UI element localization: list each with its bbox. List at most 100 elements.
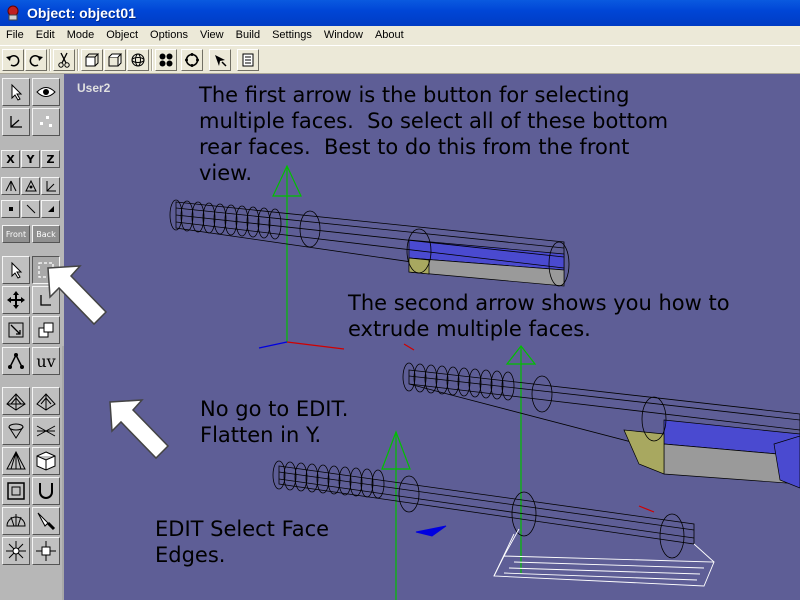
knife-icon	[37, 512, 56, 531]
pivot-scale-tool[interactable]	[41, 177, 60, 195]
note-flatten: No go to EDIT. Flatten in Y.	[200, 397, 349, 447]
menu-edit[interactable]: Edit	[35, 29, 55, 41]
view-sphere-button[interactable]	[127, 49, 149, 71]
dome-tool[interactable]	[2, 507, 30, 535]
duplicate-tool[interactable]	[32, 316, 60, 344]
pointer-icon	[11, 261, 23, 279]
edge-icon	[26, 204, 35, 214]
lathe-icon	[8, 423, 24, 439]
magnet-tool[interactable]	[32, 477, 60, 505]
pivot-tool[interactable]	[1, 177, 20, 195]
scene-canvas[interactable]	[64, 74, 800, 600]
star-tool[interactable]	[2, 537, 30, 565]
redo-icon	[29, 55, 43, 67]
tripod-move-icon	[24, 179, 37, 192]
axis-icon	[10, 116, 22, 128]
mesh-tool[interactable]	[2, 387, 30, 415]
axis-gizmo-3	[381, 430, 655, 600]
axis-gizmo-2	[403, 343, 537, 574]
view-tool[interactable]	[32, 78, 60, 106]
scale-tool[interactable]	[2, 316, 30, 344]
menu-about[interactable]: About	[374, 29, 404, 41]
pointer-icon	[11, 83, 23, 101]
undo-button[interactable]	[2, 49, 24, 71]
menu-file[interactable]: File	[6, 29, 24, 41]
menu-build[interactable]: Build	[235, 29, 261, 41]
viewport-label: User2	[77, 81, 111, 95]
edge-mode[interactable]	[21, 200, 40, 218]
view-side-button[interactable]	[104, 49, 126, 71]
redo-button[interactable]	[25, 49, 47, 71]
star-burst-icon	[6, 541, 26, 561]
magnet-icon	[39, 483, 53, 499]
lathe-tool[interactable]	[2, 417, 30, 445]
eye-icon	[36, 87, 56, 97]
axis-x-toggle[interactable]: X	[1, 150, 20, 168]
menu-bar: File Edit Mode Object Options View Build…	[0, 26, 800, 45]
title-bar: Object: object01	[0, 0, 800, 26]
axis-z-toggle[interactable]: Z	[41, 150, 60, 168]
toolbar-separator	[151, 49, 153, 71]
duplicate-icon	[38, 322, 54, 338]
move-icon	[7, 291, 25, 309]
square-tool[interactable]	[2, 477, 30, 505]
menu-mode[interactable]: Mode	[66, 29, 95, 41]
menu-options[interactable]: Options	[150, 29, 188, 41]
cylinder-model-3[interactable]	[272, 460, 715, 587]
twist-tool[interactable]	[32, 417, 60, 445]
move-point-button[interactable]	[209, 49, 231, 71]
view-front-button[interactable]	[81, 49, 103, 71]
pivot-move-tool[interactable]	[21, 177, 40, 195]
note-select-faces: The first arrow is the button for select…	[199, 83, 669, 185]
expand-tool[interactable]	[32, 537, 60, 565]
list-icon	[242, 53, 254, 67]
points-icon	[40, 116, 52, 127]
vertices-button[interactable]	[155, 49, 177, 71]
dome-icon	[6, 514, 26, 527]
pointer-arrow-1	[47, 265, 108, 326]
axis-tool[interactable]	[2, 108, 30, 136]
toolbar	[0, 45, 800, 74]
knife-tool[interactable]	[32, 507, 60, 535]
face-mode[interactable]	[41, 200, 60, 218]
menu-object[interactable]: Object	[106, 29, 139, 41]
axis-y-toggle[interactable]: Y	[21, 150, 40, 168]
cube-front-icon	[85, 53, 100, 67]
select-single-tool[interactable]	[2, 256, 30, 284]
twist-icon	[36, 425, 56, 437]
tripod-scale-icon	[46, 181, 56, 192]
cut-button[interactable]	[53, 49, 75, 71]
move-tool[interactable]	[2, 286, 30, 314]
toolbar-separator	[49, 49, 51, 71]
box-tool[interactable]	[32, 447, 60, 475]
points-tool[interactable]	[32, 108, 60, 136]
note-extrude-faces: The second arrow shows you how to extrud…	[348, 291, 730, 341]
square-icon	[7, 482, 25, 500]
point-mode[interactable]	[1, 200, 20, 218]
expand-icon	[36, 541, 56, 561]
vertex-tool[interactable]	[2, 347, 30, 375]
front-button[interactable]: Front	[2, 225, 30, 243]
vertex-icon	[8, 353, 24, 369]
viewport[interactable]: User2 The first arrow is the button for …	[64, 74, 800, 600]
menu-view[interactable]: View	[199, 29, 224, 41]
cylinder-model-2[interactable]	[402, 362, 800, 489]
rotate-view-button[interactable]	[181, 49, 203, 71]
pyramid-tool[interactable]	[2, 447, 30, 475]
vertices-icon	[159, 53, 173, 67]
box-icon	[36, 451, 56, 471]
cylinder-model-1[interactable]	[169, 199, 570, 287]
sphere-icon	[131, 53, 145, 67]
back-button[interactable]: Back	[32, 225, 60, 243]
menu-settings[interactable]: Settings	[272, 29, 312, 41]
rotate-icon	[40, 295, 51, 306]
uv-tool[interactable]: uv	[32, 347, 60, 375]
menu-window[interactable]: Window	[323, 29, 363, 41]
mesh-face-tool[interactable]	[32, 387, 60, 415]
undo-icon	[6, 55, 20, 67]
rotate-tool[interactable]	[32, 286, 60, 314]
list-button[interactable]	[237, 49, 259, 71]
select-tool[interactable]	[2, 78, 30, 106]
cube-side-icon	[108, 53, 123, 67]
